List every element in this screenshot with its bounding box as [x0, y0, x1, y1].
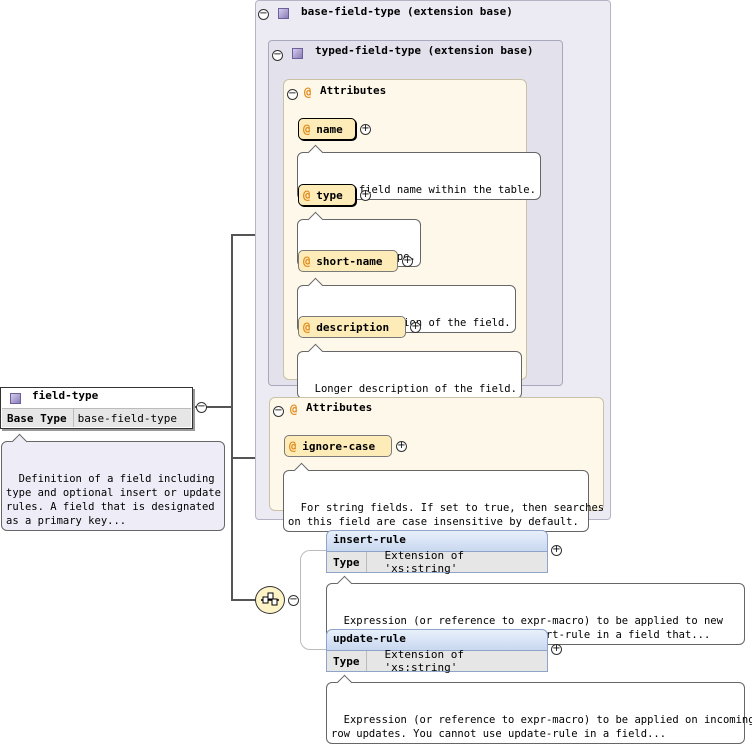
- sequence-branch: [300, 550, 326, 650]
- attribute-type-expand-icon[interactable]: +: [360, 189, 371, 201]
- complex-type-icon: [10, 393, 21, 404]
- attribute-label: description: [316, 320, 390, 334]
- attribute-short-name-expand-icon[interactable]: +: [402, 255, 413, 267]
- type-separator: [365, 651, 379, 671]
- attribute-type[interactable]: @ type: [298, 184, 356, 206]
- field-type-collapse-icon[interactable]: −: [196, 401, 207, 413]
- attribute-short-name[interactable]: @ short-name: [298, 250, 398, 272]
- insert-rule-expand-icon[interactable]: +: [551, 544, 562, 556]
- base-attributes-collapse-icon[interactable]: −: [273, 405, 284, 417]
- tooltip-arrow: [336, 674, 353, 691]
- attribute-icon: @: [303, 122, 311, 136]
- attribute-label: short-name: [316, 254, 383, 268]
- connector-root-h: [192, 406, 232, 408]
- update-rule-doc-text: Expression (or reference to expr-macro) …: [331, 714, 752, 740]
- field-type-base-row: Base Type base-field-type: [2, 408, 191, 427]
- tooltip-arrow: [336, 575, 353, 592]
- base-type-value: base-field-type: [77, 411, 177, 425]
- field-type-doc: Definition of a field including type and…: [1, 433, 225, 531]
- base-attributes-label: Attributes: [306, 401, 373, 414]
- insert-rule-type-value: Extension of 'xs:string': [384, 549, 464, 575]
- attribute-name-doc: Unique field name within the table.: [297, 144, 541, 200]
- insert-rule-type-row: Type Extension of 'xs:string': [326, 549, 548, 575]
- complex-type-icon: [292, 48, 303, 59]
- connector-vertical: [231, 234, 233, 600]
- insert-rule-name: insert-rule: [326, 530, 548, 552]
- attribute-ignore-case-expand-icon[interactable]: +: [396, 440, 407, 452]
- sequence-glyph: [261, 592, 279, 606]
- sequence-collapse-icon[interactable]: −: [288, 594, 299, 606]
- base-extension-title: base-field-type (extension base): [301, 5, 513, 18]
- field-type-name: field-type: [32, 389, 99, 402]
- tooltip-arrow: [11, 433, 28, 450]
- typed-extension-collapse-icon[interactable]: −: [272, 49, 283, 61]
- update-rule-type-label: Type: [333, 654, 360, 668]
- type-separator: [365, 552, 379, 572]
- attribute-group-icon: @: [290, 402, 298, 416]
- update-rule-type-row: Type Extension of 'xs:string': [326, 648, 548, 674]
- base-extension-collapse-icon[interactable]: −: [258, 8, 269, 20]
- update-rule-name: update-rule: [326, 629, 548, 651]
- base-type-label: Base Type: [7, 411, 67, 425]
- attribute-ignore-case[interactable]: @ ignore-case: [284, 435, 392, 457]
- attribute-label: ignore-case: [302, 439, 376, 453]
- attribute-description-doc: Longer description of the field.: [297, 343, 522, 399]
- update-rule-doc: Expression (or reference to expr-macro) …: [326, 674, 752, 744]
- attribute-icon: @: [303, 320, 311, 334]
- field-type-element[interactable]: field-type Base Type base-field-type: [0, 387, 193, 429]
- attribute-description[interactable]: @ description: [298, 316, 406, 338]
- update-rule-type-value: Extension of 'xs:string': [384, 648, 464, 674]
- attribute-doc-text: Longer description of the field.: [314, 383, 517, 395]
- attribute-icon: @: [303, 188, 311, 202]
- connector-to-attrs: [231, 457, 269, 459]
- attribute-ignore-case-doc: For string fields. If set to true, then …: [283, 462, 604, 532]
- attribute-label: name: [316, 122, 343, 136]
- field-type-doc-text: Definition of a field including type and…: [6, 473, 221, 527]
- insert-rule-type-label: Type: [333, 555, 360, 569]
- attribute-label: type: [316, 188, 343, 202]
- sequence-compositor-icon[interactable]: [255, 586, 285, 614]
- typed-extension-title: typed-field-type (extension base): [315, 44, 534, 57]
- complex-type-icon: [278, 8, 289, 19]
- base-type-separator: [72, 409, 74, 427]
- attribute-icon: @: [303, 254, 311, 268]
- update-rule-element[interactable]: update-rule Type Extension of 'xs:string…: [326, 629, 548, 674]
- insert-rule-element[interactable]: insert-rule Type Extension of 'xs:string…: [326, 530, 548, 575]
- connector-to-sequence: [231, 599, 259, 601]
- attribute-name-expand-icon[interactable]: +: [360, 123, 371, 135]
- typed-attributes-label: Attributes: [320, 84, 387, 97]
- attribute-description-expand-icon[interactable]: +: [410, 321, 421, 333]
- update-rule-expand-icon[interactable]: +: [551, 643, 562, 655]
- typed-attributes-collapse-icon[interactable]: −: [287, 88, 298, 100]
- attribute-icon: @: [289, 439, 297, 453]
- attribute-name[interactable]: @ name: [298, 118, 356, 140]
- attribute-group-icon: @: [304, 85, 312, 99]
- attribute-doc-text: For string fields. If set to true, then …: [288, 502, 605, 528]
